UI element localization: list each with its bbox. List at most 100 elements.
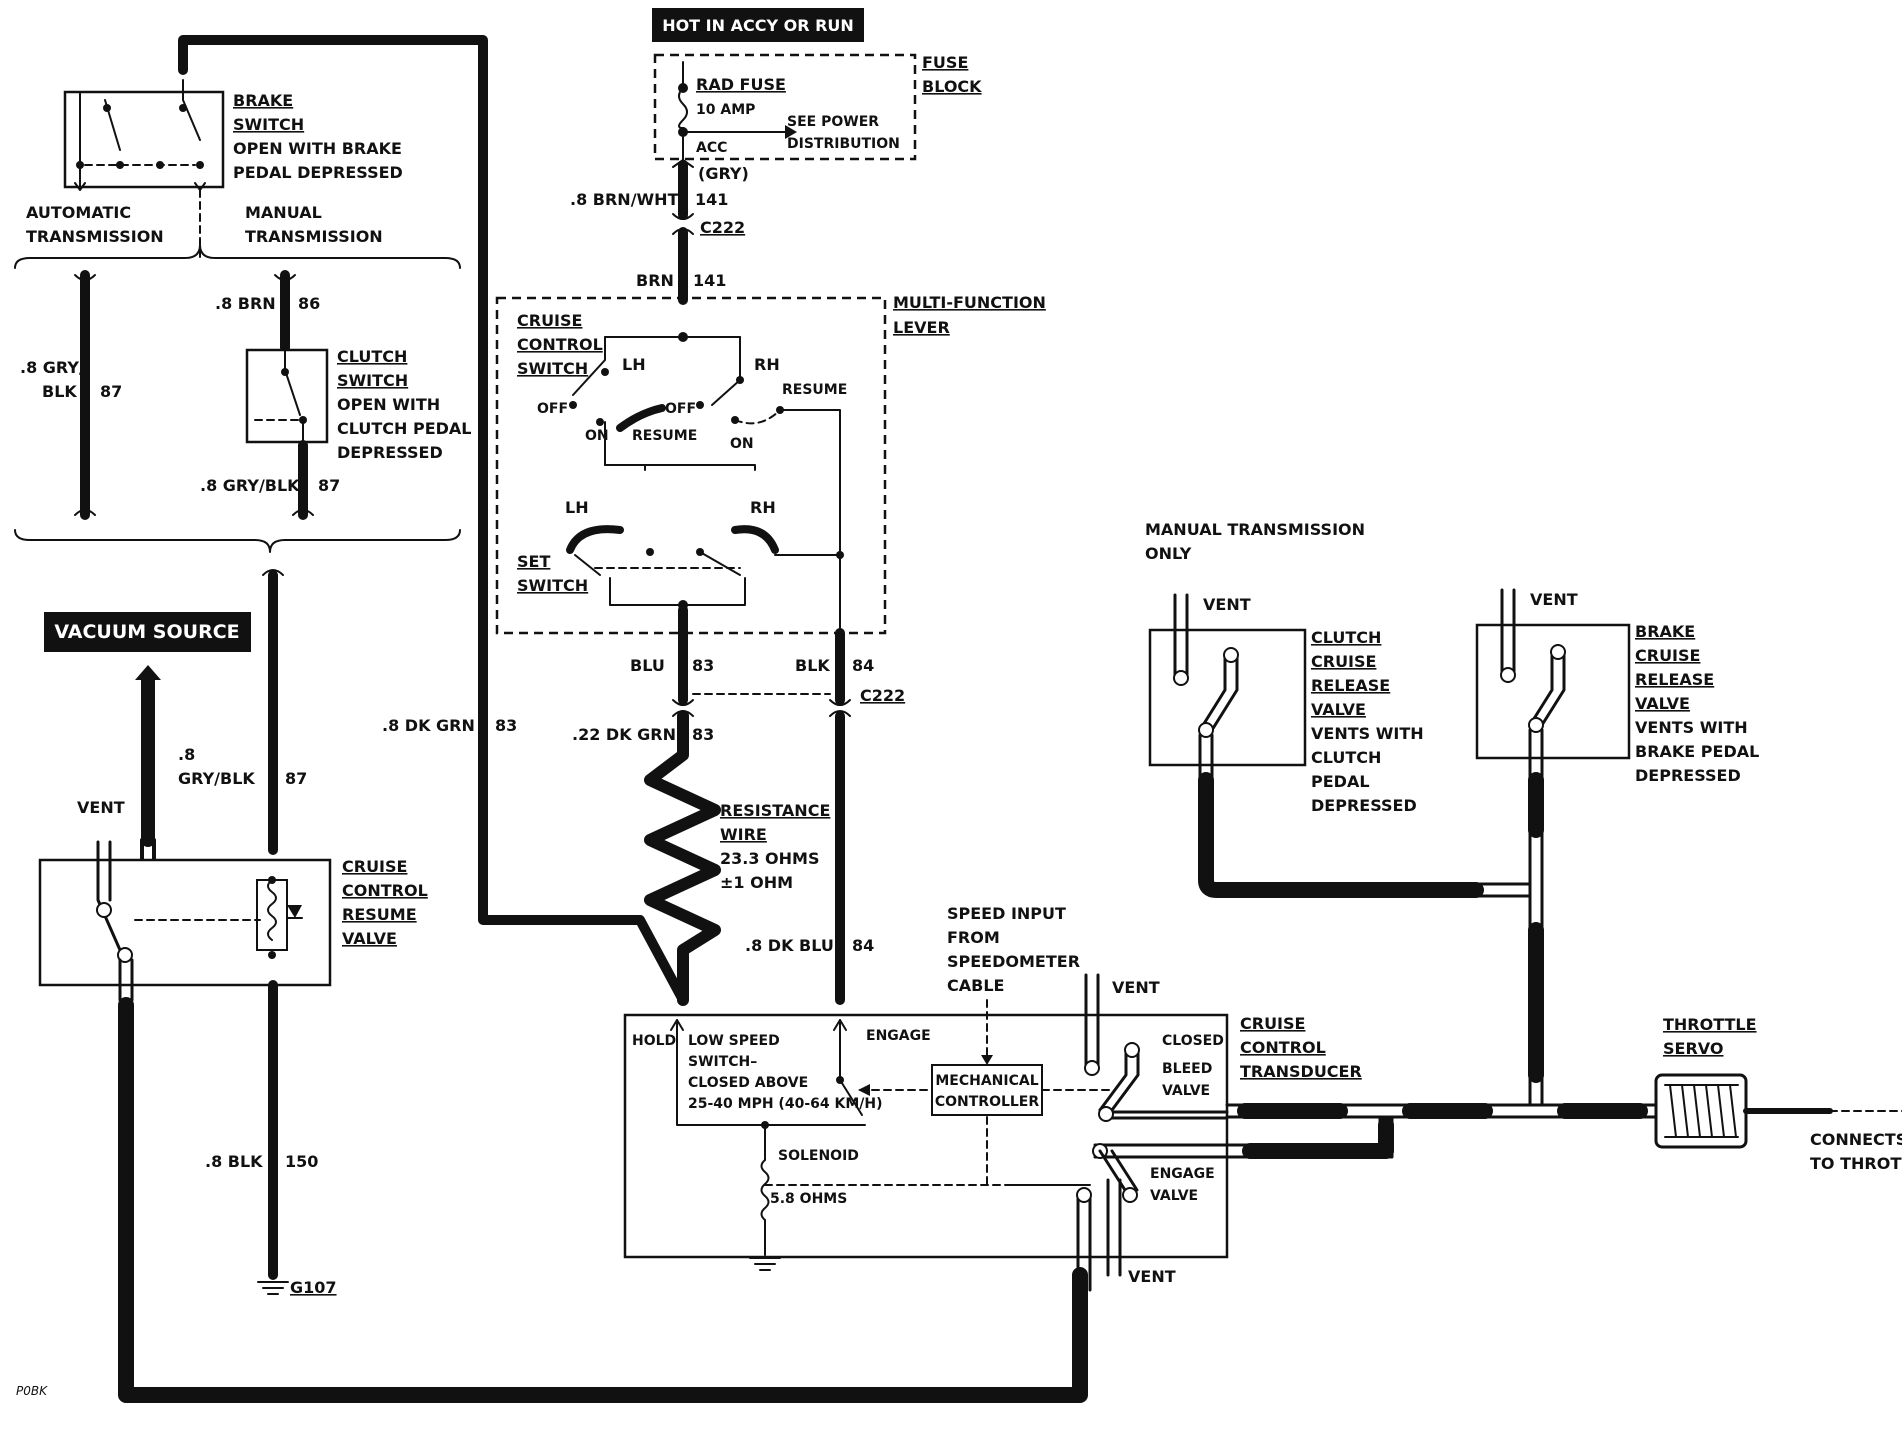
cruise-control-resume-valve: [38, 840, 332, 1002]
rh-label-2: RH: [750, 498, 776, 517]
cruise-control-switch-label-1: CRUISE: [517, 311, 582, 330]
speed-input-label-2: FROM: [947, 928, 1000, 947]
manual-label-2: TRANSMISSION: [245, 227, 383, 246]
manual-trans-only-label-2: ONLY: [1145, 544, 1192, 563]
hot-in-accy-label: HOT IN ACCY OR RUN: [662, 16, 854, 35]
vent-label-1: VENT: [77, 798, 125, 817]
hot-in-accy-tag: HOT IN ACCY OR RUN: [652, 8, 864, 42]
c222-label-b: C222: [860, 686, 905, 705]
automatic-label-2: TRANSMISSION: [26, 227, 164, 246]
ground-g107: [257, 1281, 289, 1295]
brn-8-label: .8 BRN: [215, 294, 276, 313]
brake-release-label-6: BRAKE PEDAL: [1635, 742, 1759, 761]
blk-label: BLK: [795, 656, 830, 675]
brake-release-label-2: CRUISE: [1635, 646, 1700, 665]
circuit-84-a: 84: [852, 656, 874, 675]
engage-valve-label-2: VALVE: [1150, 1188, 1198, 1204]
clutch-switch-label-3: OPEN WITH: [337, 395, 440, 414]
lh-label-2: LH: [565, 498, 589, 517]
mechanical-controller: MECHANICAL CONTROLLER: [931, 1064, 1043, 1116]
wire-83-dk-grn: .8 DK GRN 83: [178, 35, 688, 1005]
circuit-83-a: 83: [692, 656, 714, 675]
multi-function-label-1: MULTI-FUNCTION: [893, 293, 1046, 312]
circuit-84-b: 84: [852, 936, 874, 955]
resistance-wire-label-4: ±1 OHM: [720, 873, 793, 892]
clutch-release-label-8: DEPRESSED: [1311, 796, 1417, 815]
lh-label-1: LH: [622, 355, 646, 374]
set-switch-label-2: SWITCH: [517, 576, 588, 595]
clutch-release-label-4: VALVE: [1311, 700, 1366, 719]
dk-blu-label: .8 DK BLU: [745, 936, 834, 955]
hold-label: HOLD: [632, 1033, 676, 1049]
resume-valve-label-1: CRUISE: [342, 857, 407, 876]
brake-cruise-release-valve: [1475, 588, 1631, 782]
blk-8-label: .8 BLK: [205, 1152, 263, 1171]
gry-blk-label-2: .8 GRY/BLK: [200, 476, 300, 495]
on-label-2: ON: [730, 436, 754, 452]
brn-label: BRN: [636, 271, 674, 290]
gry-label: (GRY): [698, 164, 749, 183]
throttle-servo-label-2: SERVO: [1663, 1039, 1723, 1058]
transmission-options: AUTOMATIC TRANSMISSION MANUAL TRANSMISSI…: [14, 189, 472, 553]
vent-label-3: VENT: [1128, 1267, 1176, 1286]
speed-input-label-3: SPEEDOMETER: [947, 952, 1080, 971]
low-speed-label-2: SWITCH–: [688, 1054, 757, 1070]
manual-label-1: MANUAL: [245, 203, 322, 222]
brake-release-label-5: VENTS WITH: [1635, 718, 1748, 737]
gry-blk-label-b: BLK: [42, 382, 77, 401]
clutch-release-label-2: CRUISE: [1311, 652, 1376, 671]
vacuum-source-tag: VACUUM SOURCE: [44, 612, 251, 652]
circuit-150: 150: [285, 1152, 318, 1171]
throttle-servo-label-1: THROTTLE: [1663, 1015, 1757, 1034]
speed-input-label-4: CABLE: [947, 976, 1004, 995]
clutch-release-label-3: RELEASE: [1311, 676, 1390, 695]
brake-switch-label-2: SWITCH: [233, 115, 304, 134]
circuit-87-a: 87: [100, 382, 122, 401]
low-speed-label-4: 25-40 MPH (40-64 KM/H): [688, 1096, 883, 1112]
g107-label: G107: [290, 1278, 337, 1297]
engage-label: ENGAGE: [866, 1028, 931, 1044]
connects-label-1: CONNECTS: [1810, 1130, 1902, 1149]
fuse-block-label-2: BLOCK: [922, 77, 982, 96]
throttle-servo: [1654, 1073, 1902, 1149]
mechanical-controller-label-1: MECHANICAL: [935, 1073, 1038, 1089]
bleed-valve-label-2: VALVE: [1162, 1083, 1210, 1099]
clutch-release-label-6: CLUTCH: [1311, 748, 1381, 767]
circuit-86: 86: [298, 294, 320, 313]
see-power-label-2: DISTRIBUTION: [787, 136, 900, 152]
clutch-release-label-5: VENTS WITH: [1311, 724, 1424, 743]
manual-trans-only-label-1: MANUAL TRANSMISSION: [1145, 520, 1365, 539]
cruise-control-switch-label-2: CONTROL: [517, 335, 603, 354]
vent-label-2: VENT: [1112, 978, 1160, 997]
brake-switch: BRAKE SWITCH OPEN WITH BRAKE PEDAL DEPRE…: [63, 79, 403, 191]
transducer-label-1: CRUISE: [1240, 1014, 1305, 1033]
brake-release-label-3: RELEASE: [1635, 670, 1714, 689]
resistance-wire-label-1: RESISTANCE: [720, 801, 830, 820]
resume-valve-label-4: VALVE: [342, 929, 397, 948]
on-label-1: ON: [585, 428, 609, 444]
fuse-amp-label: 10 AMP: [696, 102, 755, 118]
circuit-83-b: 83: [692, 725, 714, 744]
circuit-87-c: 87: [285, 769, 307, 788]
low-speed-label-3: CLOSED ABOVE: [688, 1075, 808, 1091]
gry-blk-label-3b: GRY/BLK: [178, 769, 255, 788]
multi-function-label-2: LEVER: [893, 318, 950, 337]
resistance-wire-label-3: 23.3 OHMS: [720, 849, 819, 868]
off-label-1: OFF: [537, 401, 568, 417]
vacuum-hoses-right: [1198, 772, 1658, 1159]
clutch-switch-label-2: SWITCH: [337, 371, 408, 390]
resistance-wire-label-2: WIRE: [720, 825, 767, 844]
circuit-141-a: 141: [695, 190, 728, 209]
brn-wht-label: .8 BRN/WHT: [570, 190, 679, 209]
solenoid-label: SOLENOID: [778, 1148, 859, 1164]
circuit-141-b: 141: [693, 271, 726, 290]
closed-label: CLOSED: [1162, 1033, 1224, 1049]
brake-release-label-4: VALVE: [1635, 694, 1690, 713]
brake-switch-label-4: PEDAL DEPRESSED: [233, 163, 403, 182]
circuit-87-b: 87: [318, 476, 340, 495]
see-power-label-1: SEE POWER: [787, 114, 879, 130]
brake-switch-label-3: OPEN WITH BRAKE: [233, 139, 402, 158]
dk-grn-8-label: .8 DK GRN: [382, 716, 475, 735]
transducer-label-2: CONTROL: [1240, 1038, 1326, 1057]
